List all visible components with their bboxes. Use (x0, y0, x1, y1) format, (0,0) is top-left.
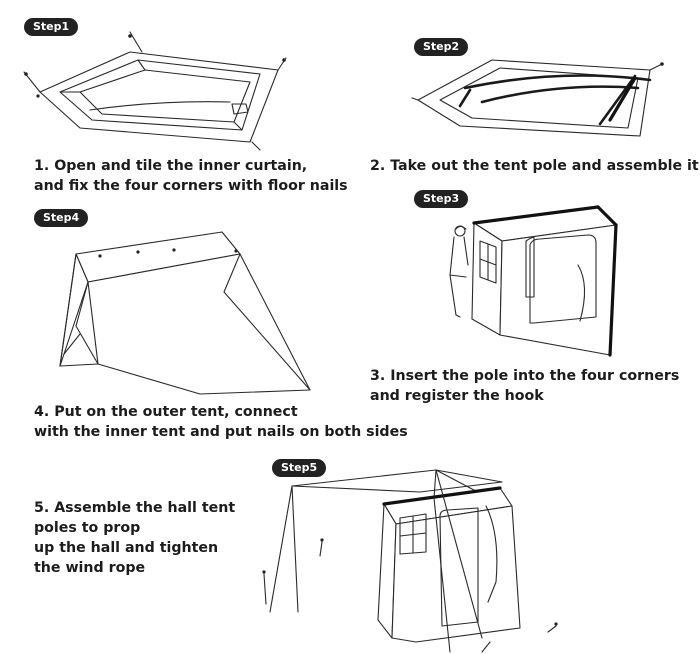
step1-badge: Step1 (24, 18, 79, 36)
step5-caption-line3: up the hall and tighten (34, 540, 219, 556)
step2-caption-line1: 2. Take out the tent pole and assemble i… (370, 158, 699, 174)
step3-caption-line1: 3. Insert the pole into the four corners (370, 368, 680, 384)
step4-illustration (40, 226, 330, 401)
step5-caption-line2: poles to prop (34, 520, 141, 536)
step5-caption-line1: 5. Assemble the hall tent (34, 500, 236, 516)
step2-illustration (410, 48, 664, 148)
step3-badge: Step3 (414, 190, 469, 208)
step1-caption-line1: 1. Open and tile the inner curtain, (34, 158, 308, 174)
step3-caption-line2: and register the hook (370, 388, 544, 404)
step4-caption-line1: 4. Put on the outer tent, connect (34, 404, 298, 420)
step5-caption-line4: the wind rope (34, 560, 146, 576)
step5-illustration (262, 462, 558, 654)
step1-caption-line2: and fix the four corners with floor nail… (34, 178, 348, 194)
step4-badge: Step4 (34, 209, 89, 227)
step3-illustration (430, 205, 630, 365)
step2-badge: Step2 (414, 38, 469, 56)
step1-illustration (20, 30, 300, 150)
step4-caption-line2: with the inner tent and put nails on bot… (34, 424, 408, 440)
step5-badge: Step5 (272, 459, 327, 477)
